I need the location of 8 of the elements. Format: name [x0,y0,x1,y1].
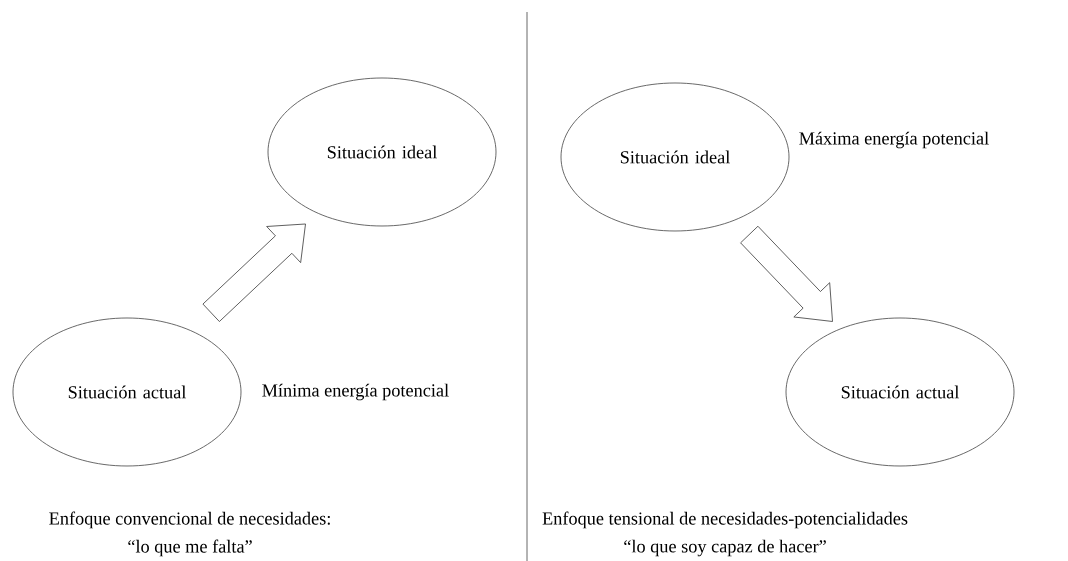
caption-text: “lo que me falta” [128,539,252,557]
annotation-text: Mínima energía potencial [262,383,449,401]
annotation-text: Máxima energía potencial [799,131,989,149]
caption-text: Enfoque tensional de necesidades-potencialidades [542,511,908,529]
caption-text: Enfoque convencional de necesidades: [49,511,330,529]
block-arrow [740,225,833,322]
block-arrow [202,223,306,322]
caption-text: “lo que soy capaz de hacer” [624,539,826,557]
